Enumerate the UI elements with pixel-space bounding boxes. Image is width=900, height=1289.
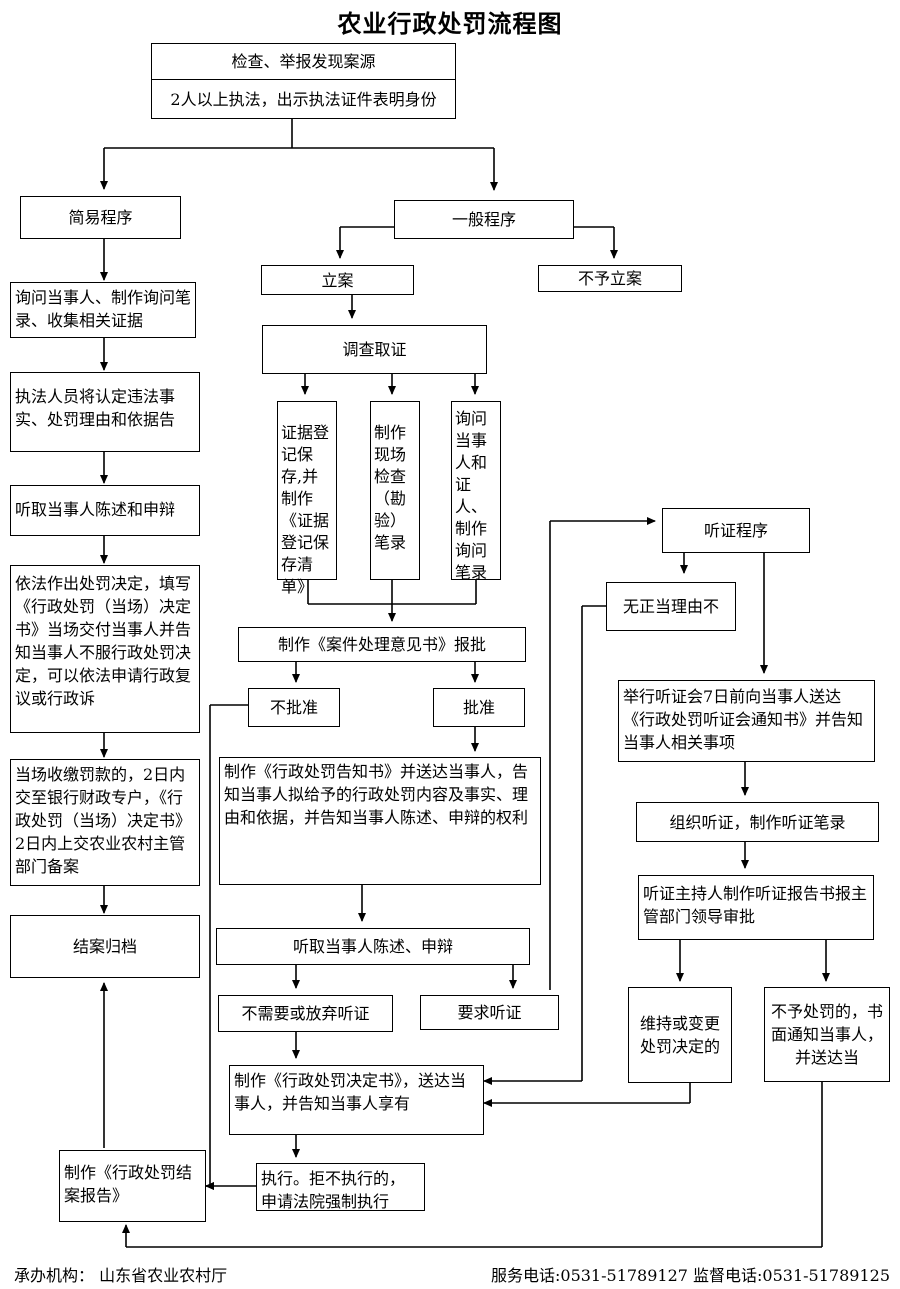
node-inquiry: 询问当事人和证人、制作询问笔录: [451, 401, 501, 582]
node-site-inspection: 制作现场检查（勘验）笔录: [370, 401, 420, 580]
node-s1: 询问当事人、制作询问笔录、收集相关证据: [10, 282, 196, 338]
node-hear-statement: 听取当事人陈述、申辩: [216, 928, 530, 965]
node-approved: 批准: [433, 688, 525, 727]
node-investigate: 调查取证: [262, 325, 487, 374]
node-file-case: 立案: [261, 265, 414, 295]
node-organize: 组织听证，制作听证笔录: [636, 802, 879, 842]
node-no-penalty: 不予处罚的，书面通知当事人，并送达当: [764, 987, 890, 1082]
node-s4: 依法作出处罚决定，填写《行政处罚（当场）决定书》当场交付当事人并告知当事人不服行…: [10, 565, 200, 733]
node-hearing-notice: 举行听证会7日前向当事人送达《行政处罚听证会通知书》并告知当事人相关事项: [618, 680, 875, 762]
node-s2: 执法人员将认定违法事实、处罚理由和依据告: [10, 372, 200, 452]
node-execute: 执行。拒不执行的，申请法院强制执行: [256, 1163, 425, 1211]
node-no-case: 不予立案: [538, 265, 682, 292]
node-simple: 简易程序: [20, 196, 181, 239]
node-opinion: 制作《案件处理意见书》报批: [238, 627, 526, 662]
node-identity: 2人以上执法，出示执法证件表明身份: [151, 79, 456, 119]
node-no-reason: 无正当理由不: [606, 582, 736, 631]
node-s5: 当场收缴罚款的，2日内交至银行财政专户，《行政处罚（当场）决定书》2日内上交农业…: [10, 759, 200, 886]
node-no-hearing: 不需要或放弃听证: [218, 995, 393, 1032]
node-request-hearing: 要求听证: [420, 995, 559, 1030]
node-not-approved: 不批准: [248, 688, 340, 727]
node-evidence-register: 证据登记保存,并制作《证据登记保存清单》: [277, 401, 337, 596]
node-close-report: 制作《行政处罚结案报告》: [59, 1150, 206, 1222]
node-notice: 制作《行政处罚告知书》并送达当事人，告知当事人拟给予的行政处罚内容及事实、理由和…: [219, 757, 541, 885]
node-source: 检查、举报发现案源: [151, 43, 456, 80]
node-maintain: 维持或变更处罚决定的: [628, 987, 732, 1083]
diagram-title: 农业行政处罚流程图: [337, 9, 563, 38]
footer-phones: 服务电话:0531-51789127 监督电话:0531-51789125: [491, 1266, 890, 1285]
node-decision: 制作《行政处罚决定书》，送达当事人，并告知当事人享有: [229, 1065, 484, 1135]
node-report: 听证主持人制作听证报告书报主管部门领导审批: [638, 875, 874, 940]
node-hearing: 听证程序: [662, 508, 810, 553]
footer-organization: 承办机构： 山东省农业农村厅: [14, 1266, 228, 1285]
node-general: 一般程序: [394, 200, 574, 239]
node-s3: 听取当事人陈述和申辩: [10, 485, 200, 536]
node-close: 结案归档: [10, 915, 200, 978]
